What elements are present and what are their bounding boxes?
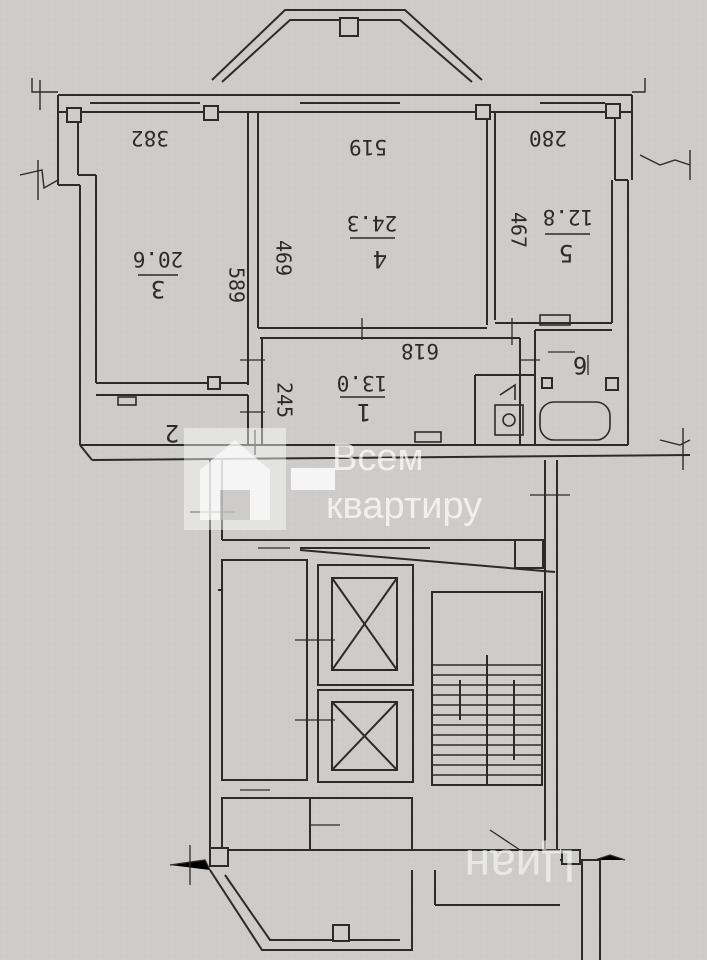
door-marks <box>240 318 589 455</box>
bathtub <box>539 401 611 441</box>
watermark-logo: Всем квартиру <box>184 428 482 530</box>
room-labels: 382 3 20.6 589 519 4 24.3 469 280 5 12.8… <box>131 126 593 447</box>
room-5-dim-width: 280 <box>529 126 567 150</box>
room-1-area: 13.0 <box>337 371 388 395</box>
room-5-number: 5 <box>559 239 573 267</box>
room-4-dim-width: 519 <box>349 135 387 159</box>
toilet <box>494 404 524 436</box>
room-4-area: 24.3 <box>347 211 398 235</box>
room-5-area: 12.8 <box>543 205 594 229</box>
room-1-dim-width: 618 <box>401 339 439 363</box>
room-4-dim-height: 469 <box>272 240 296 276</box>
room-5-dim-height: 467 <box>507 212 531 248</box>
room-3-number: 3 <box>151 275 165 303</box>
interior-partitions <box>96 112 612 445</box>
room-1-dim-height: 245 <box>273 382 297 418</box>
watermark-line1: Всем <box>332 437 424 479</box>
apartment-walls <box>57 9 691 461</box>
room-3-area: 20.6 <box>133 247 184 271</box>
room-1-number: 1 <box>357 398 371 426</box>
common-area <box>209 460 601 960</box>
room-6-number: 6 <box>573 351 587 379</box>
columns <box>66 103 621 391</box>
watermark-line2: квартиру <box>326 485 482 527</box>
room-4-number: 4 <box>373 245 387 273</box>
fixtures <box>117 314 611 443</box>
common-area-ticks <box>169 494 626 885</box>
room-3-dim-height: 589 <box>225 267 249 303</box>
dimension-ticks <box>19 78 691 470</box>
corner-watermark: Циан <box>465 840 576 892</box>
room-3-dim-width: 382 <box>131 126 169 150</box>
room-2-number: 2 <box>165 419 179 447</box>
